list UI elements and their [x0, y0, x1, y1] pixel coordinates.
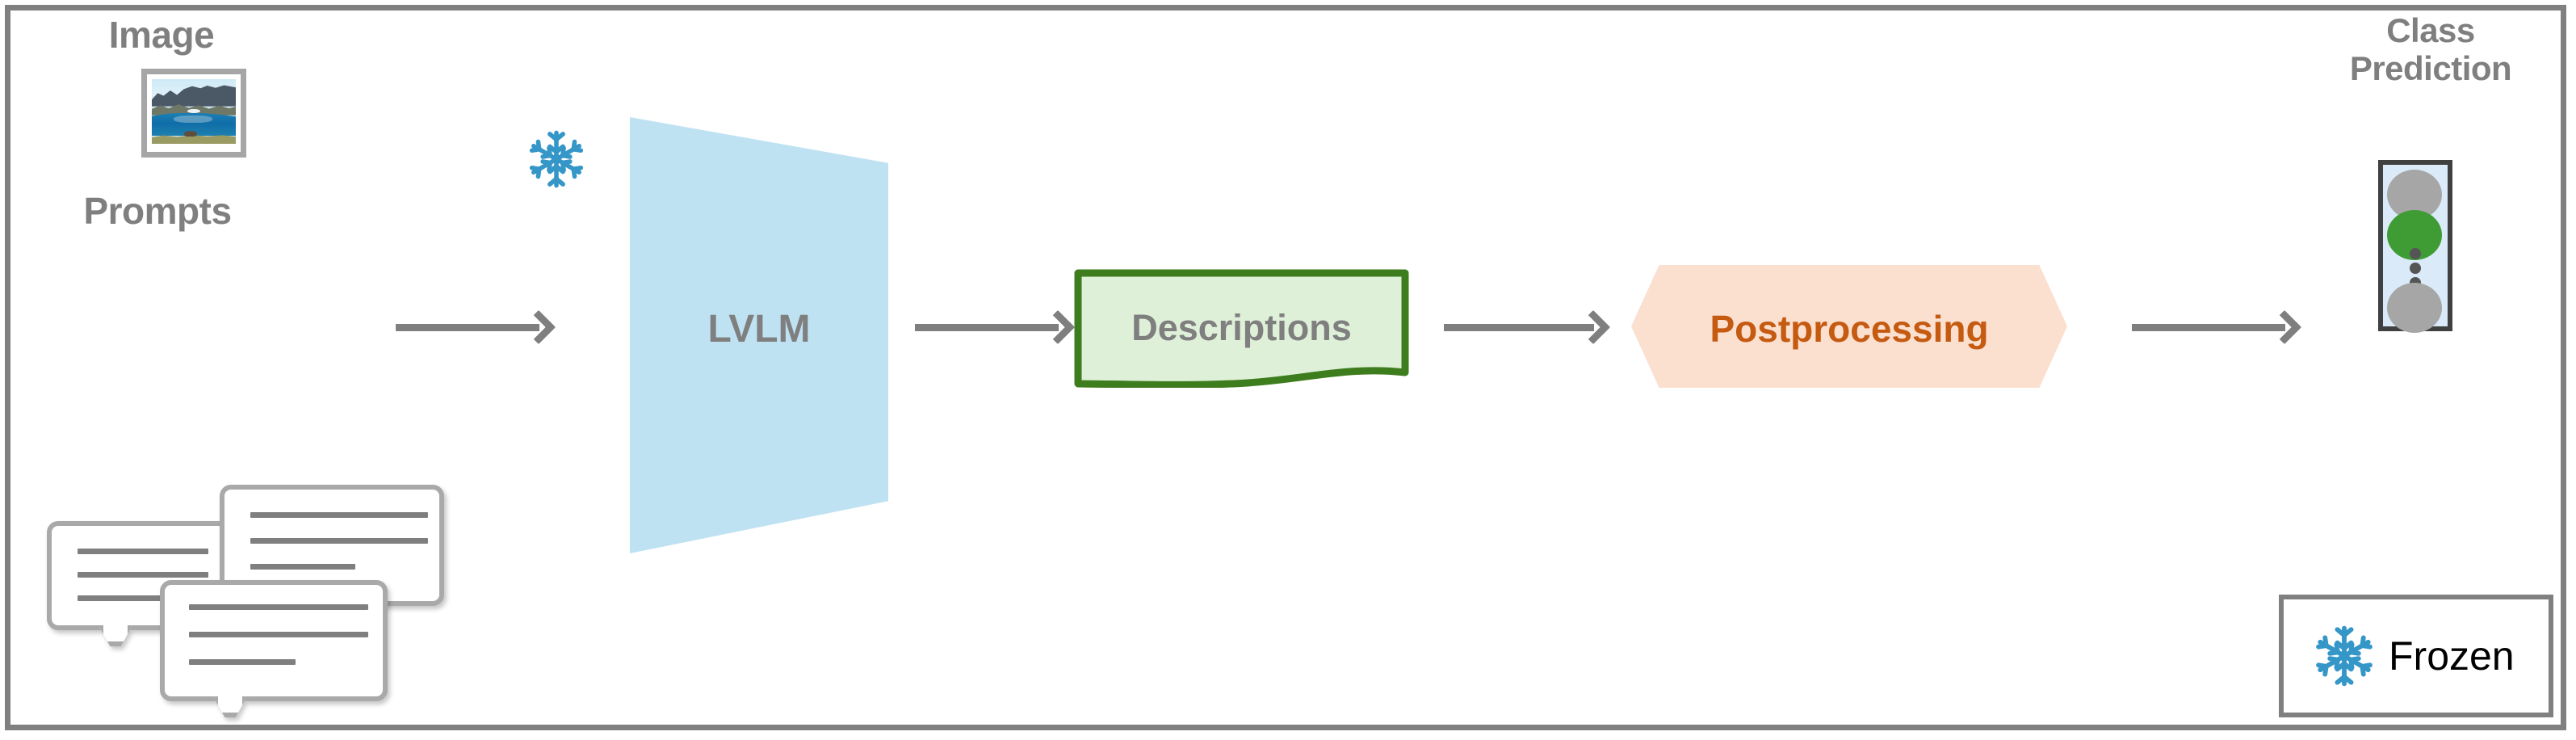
- snowflake-icon: [527, 129, 586, 189]
- lvlm-block: [630, 117, 888, 553]
- prediction-node-inactive-bottom: [2387, 283, 2442, 333]
- postprocessing-label: Postprocessing: [1710, 308, 1989, 350]
- arrow-inputs-to-lvlm: [396, 309, 557, 345]
- legend-label-frozen: Frozen: [2389, 633, 2515, 679]
- image-thumbnail: [141, 69, 246, 158]
- image-label: Image: [108, 14, 215, 56]
- prompts-label: Prompts: [83, 190, 232, 232]
- lvlm-label: LVLM: [707, 308, 811, 351]
- legend: Frozen: [2279, 595, 2553, 717]
- arrow-postprocessing-to-prediction: [2132, 309, 2305, 345]
- arrow-descriptions-to-postprocessing: [1444, 309, 1613, 345]
- descriptions-block: [1074, 269, 1409, 389]
- ellipsis-dot-1: [2410, 248, 2421, 259]
- arrow-lvlm-to-descriptions: [915, 309, 1076, 345]
- snowflake-icon: [2313, 624, 2376, 687]
- class-prediction-label: Class Prediction: [2349, 11, 2512, 88]
- postprocessing-block: [1631, 265, 2067, 388]
- descriptions-label: Descriptions: [1131, 307, 1352, 348]
- class-prediction-nodes: [2378, 160, 2452, 333]
- ellipsis-dot-2: [2410, 263, 2421, 274]
- photo-icon: [152, 79, 236, 144]
- speech-bubble-3: [160, 580, 388, 717]
